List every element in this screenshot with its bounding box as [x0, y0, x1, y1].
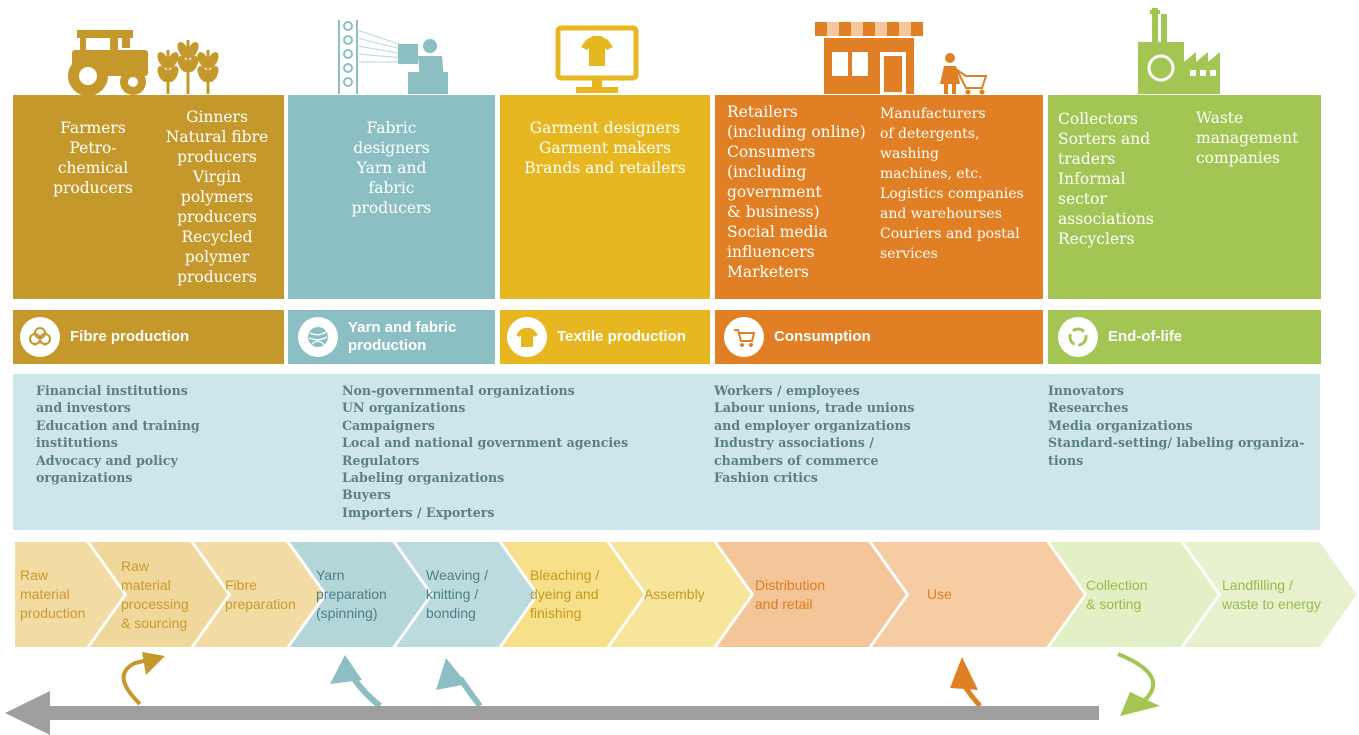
weaving-loop-arrowhead [436, 658, 467, 690]
tractor-icon [68, 30, 148, 96]
use-loop-arrowhead [950, 657, 978, 690]
yarn-actors-text: Fabric designers Yarn and fabric produce… [351, 119, 432, 217]
stage-yarn-fabric-production: Yarn and fabric production [288, 310, 495, 364]
tshirt-icon [507, 317, 547, 357]
cotton-icon [20, 317, 60, 357]
stakeholders-col2: Non-governmental organizations UN organi… [342, 383, 629, 520]
stage-end-of-life: End-of-life [1048, 310, 1321, 364]
fibre-actors-col1: Farmers Petro- chemical producers [53, 119, 133, 197]
process-step-label: Assembly [644, 586, 705, 602]
textile-actors-box: Garment designers Garment makers Brands … [500, 95, 710, 299]
stage-fibre-production: Fibre production [13, 310, 284, 364]
stakeholders-panel: Financial institutions and investors Edu… [13, 374, 1320, 530]
process-step-label: Distribution and retail [755, 576, 826, 612]
stakeholders-col3: Workers / employees Labour unions, trade… [714, 383, 915, 486]
process-step-label: Collection & sorting [1086, 576, 1148, 612]
process-step-label: Raw material production [20, 567, 86, 621]
stage-label: Textile production [557, 328, 686, 345]
process-step-label: Bleaching / dyeing and finishing [530, 567, 600, 621]
eol-actors-box: Collectors Sorters and traders Informal … [1048, 95, 1321, 299]
fibre-actors-col2: Ginners Natural fibre producers Virgin p… [165, 108, 269, 286]
return-arrowhead [5, 691, 50, 735]
shopper-icon [940, 53, 988, 95]
circular-return-arrow [46, 706, 1099, 720]
stakeholders-col1: Financial institutions and investors Edu… [36, 383, 200, 486]
process-step-label: Yarn preparation (spinning) [316, 567, 387, 621]
eol-actors-col2: Waste management companies [1196, 109, 1299, 167]
yarn-ball-icon [298, 317, 338, 357]
shopping-cart-icon [724, 317, 764, 357]
yarn-loop-arrowhead [330, 655, 362, 684]
stage-label: Consumption [774, 328, 871, 345]
fibre-loop-arrowhead [142, 652, 165, 675]
process-step-label: Raw material processing & sourcing [121, 557, 189, 631]
fibre-loop-arrow [121, 657, 153, 706]
stage-label: End-of-life [1108, 328, 1183, 345]
consumption-actors-col2: Manufacturers of detergents, washing mac… [880, 106, 1024, 262]
yarn-actors-box: Fabric designers Yarn and fabric produce… [288, 95, 495, 299]
stakeholders-col4: Innovators Researches Media organization… [1048, 383, 1305, 468]
recycling-factory-icon [1138, 8, 1220, 94]
process-step-chevron [1180, 540, 1359, 649]
collection-loop-arrowhead [1120, 692, 1160, 716]
textile-actors-text: Garment designers Garment makers Brands … [524, 119, 686, 177]
sector-illustrations [68, 8, 1220, 96]
process-step-label: Fibre preparation [225, 576, 296, 612]
process-step-label: Landfilling / waste to energy [1222, 576, 1321, 612]
recycle-icon [1058, 317, 1098, 357]
wheat-icon [157, 40, 219, 94]
collection-loop-arrow [1117, 652, 1156, 702]
monitor-shirt-icon [555, 25, 639, 93]
stage-label: Fibre production [70, 328, 190, 345]
chevron-row [13, 540, 1359, 649]
consumption-actors-box: Retailers (including online) Consumers (… [715, 95, 1043, 299]
shop-icon [815, 22, 923, 94]
fibre-actors-box: Farmers Petro- chemical producers Ginner… [13, 95, 284, 299]
process-step-label: Use [927, 586, 952, 602]
eol-actors-col1: Collectors Sorters and traders Informal … [1058, 110, 1154, 248]
consumption-actors-col1: Retailers (including online) Consumers (… [727, 103, 866, 281]
stage-label: Yarn and fabric production [348, 319, 457, 354]
stage-consumption: Consumption [715, 310, 1043, 364]
loom-worker-icon [338, 20, 448, 94]
stage-textile-production: Textile production [500, 310, 710, 364]
process-step-label: Weaving / knitting / bonding [426, 567, 488, 621]
